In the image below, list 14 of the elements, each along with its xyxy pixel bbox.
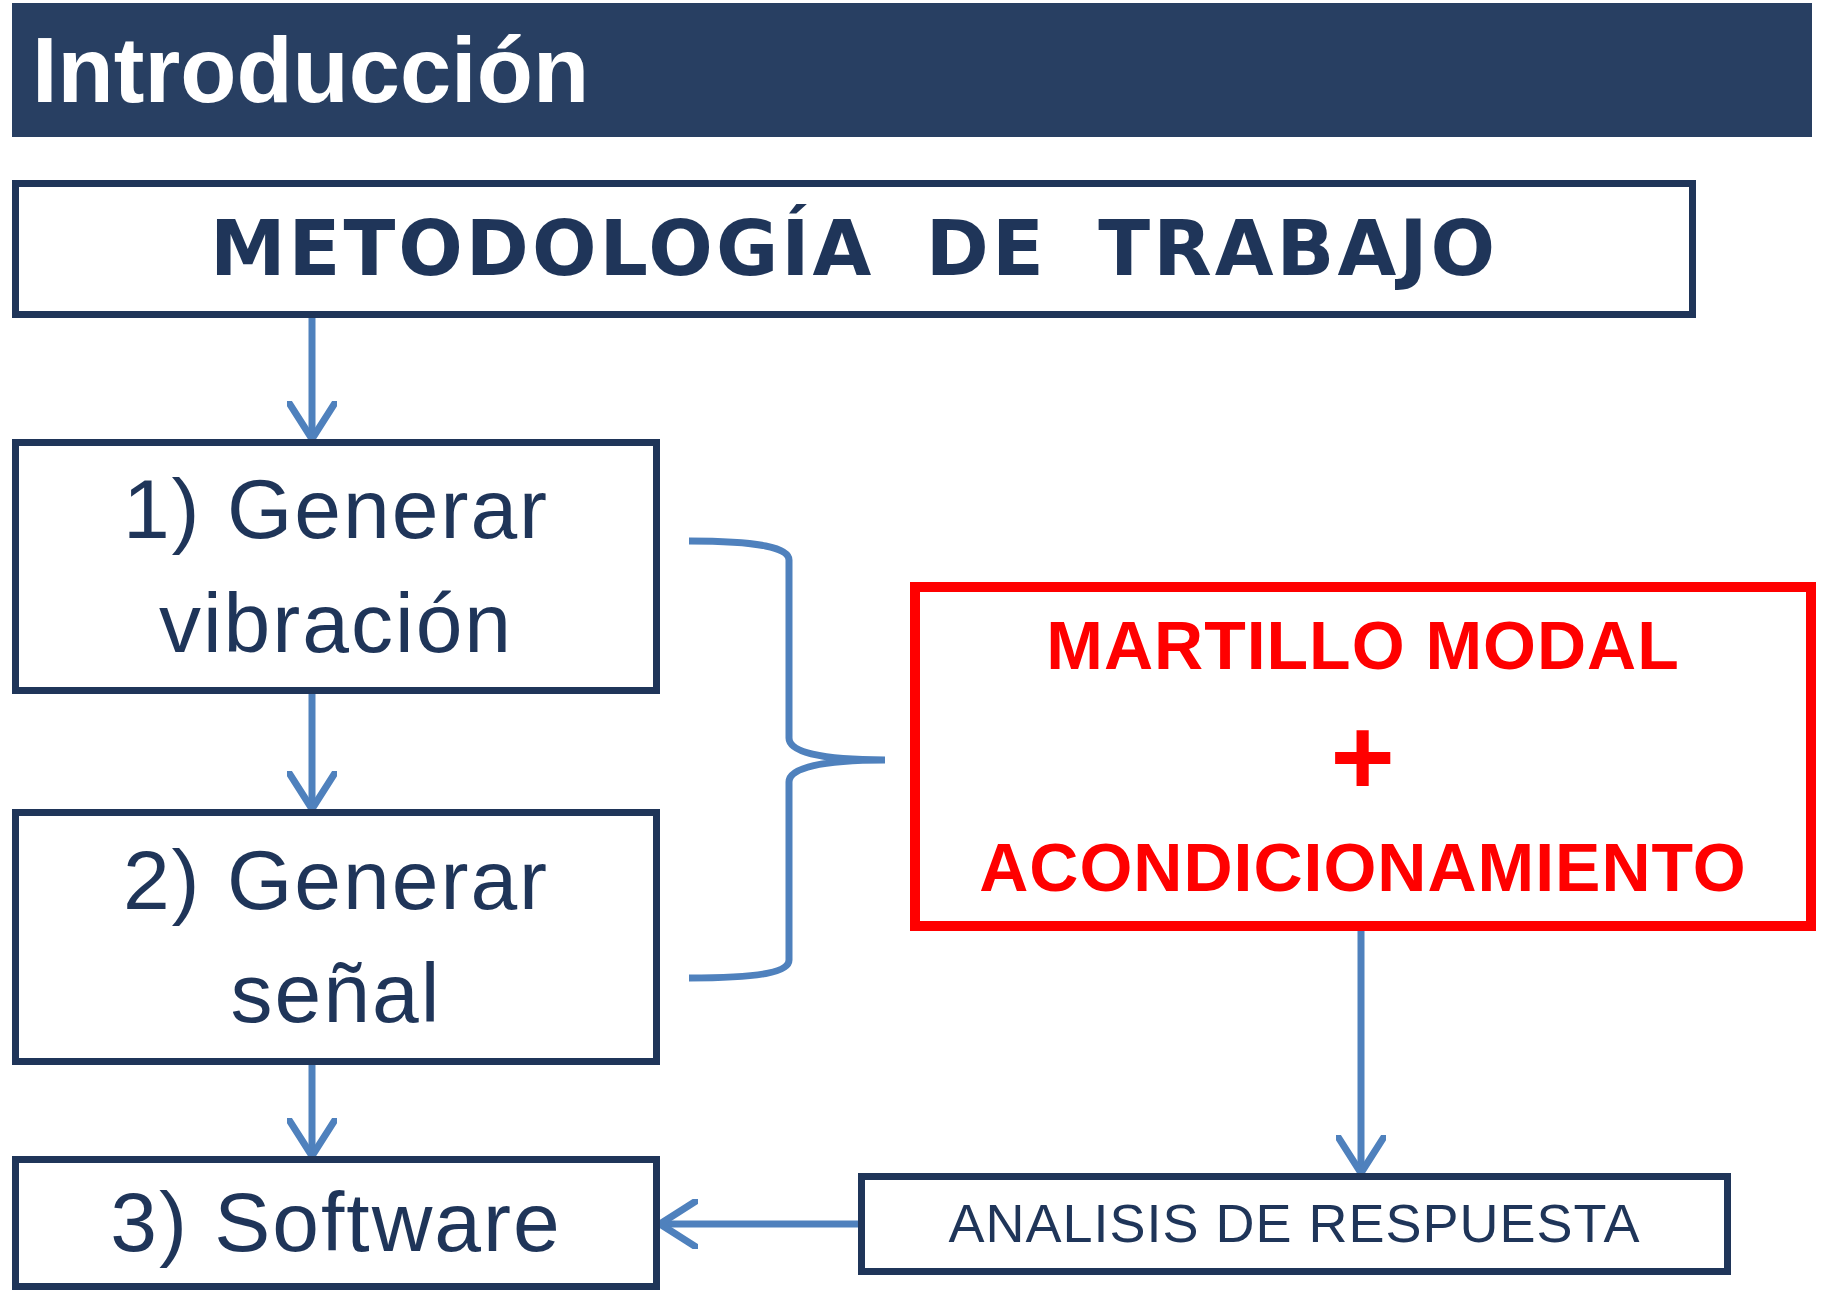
box-text: MARTILLO MODAL (1045, 605, 1681, 685)
box-text: 2) Generar señal (121, 831, 551, 1042)
box-text: ANALISIS DE RESPUESTA (947, 1194, 1642, 1254)
process-box (12, 809, 660, 1065)
process-box (12, 1156, 660, 1290)
box-text: + (1329, 693, 1397, 820)
box-text: ACONDICIONAMIENTO (978, 828, 1748, 908)
highlight-box (910, 582, 1816, 931)
box-text: 3) Software (109, 1174, 563, 1272)
box-text: 1) Generar vibración (121, 461, 551, 672)
process-box (858, 1173, 1731, 1275)
title: Introducción (32, 18, 590, 123)
process-box (12, 180, 1696, 318)
process-box (12, 439, 660, 694)
